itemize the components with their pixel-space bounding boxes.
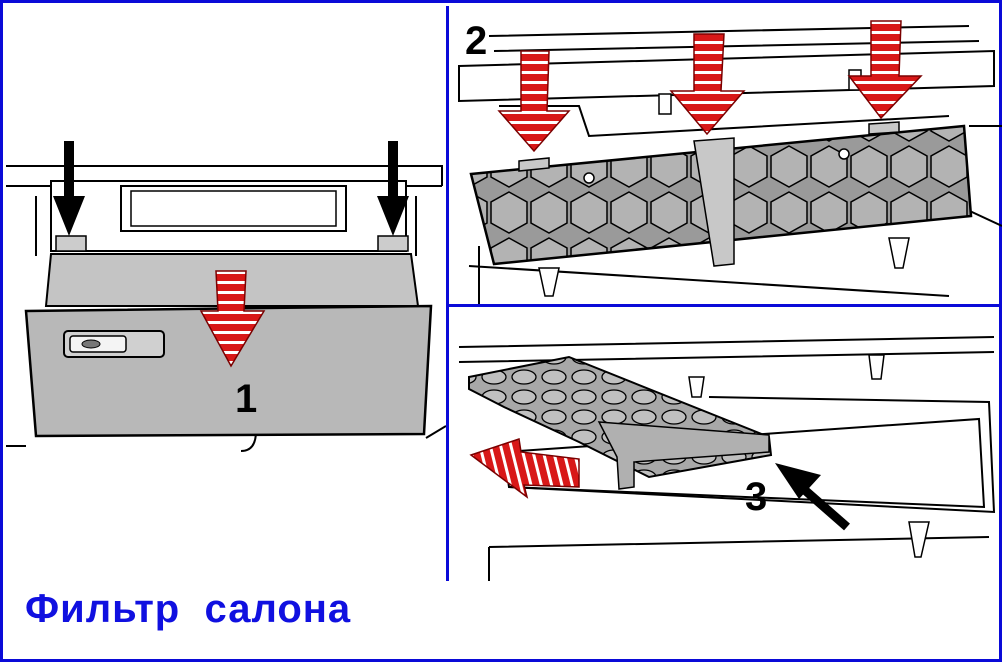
arrow-down-right-icon [377, 141, 409, 236]
step-number-3: 3 [745, 475, 768, 519]
red-arrow-left-icon [497, 50, 571, 153]
red-arrow-center-icon [669, 33, 746, 136]
panel-step-3 [458, 336, 996, 581]
arrow-down-left-icon [53, 141, 85, 236]
panel-step-1 [6, 141, 446, 452]
diagram-caption: Фильтр салона [25, 587, 352, 631]
red-arrow-down-icon [199, 270, 266, 368]
glovebox-handle [63, 330, 165, 358]
filter-frame-tabs [597, 421, 770, 490]
red-arrow-right-icon [847, 20, 923, 120]
black-arrow-diagonal-icon [775, 463, 850, 531]
red-arrow-left-pull-icon [469, 438, 580, 499]
step-number-1: 1 [235, 377, 258, 421]
panel-step-2 [458, 20, 1002, 304]
clip-icons [538, 69, 910, 297]
vertical-divider [446, 6, 449, 581]
cover-latches [518, 121, 900, 267]
horizontal-divider [449, 304, 1002, 307]
glovebox-opening [50, 180, 409, 252]
housing-clips [688, 354, 930, 558]
step-number-2: 2 [465, 19, 488, 63]
